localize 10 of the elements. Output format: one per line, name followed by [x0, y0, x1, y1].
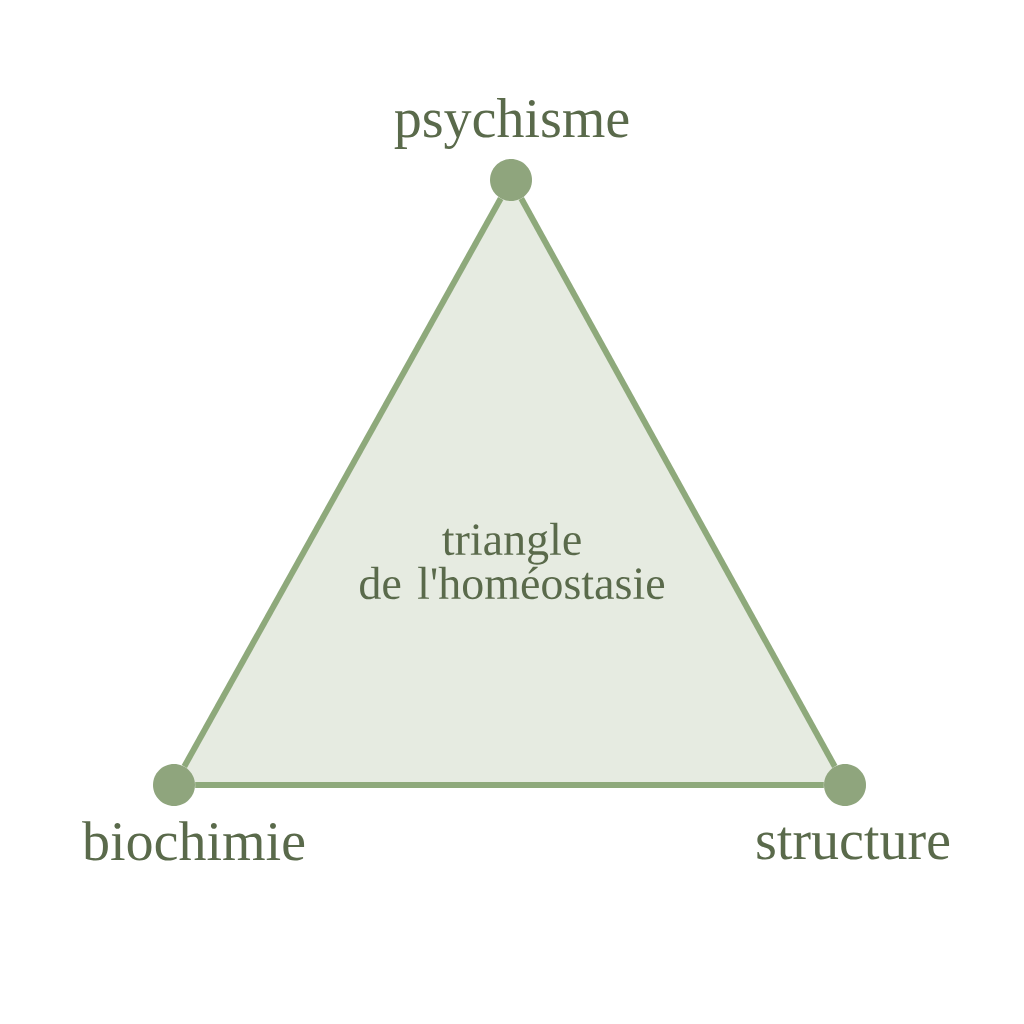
vertex-label: psychisme — [394, 98, 629, 150]
triangle-side — [195, 782, 824, 788]
vertex-label: structure — [757, 827, 950, 860]
vertex-dot — [490, 159, 532, 201]
vertex-dot — [153, 764, 195, 806]
triangle-area: triangle de l'homéostasie — [174, 180, 845, 785]
vertex-dot — [824, 764, 866, 806]
triangle-side — [518, 197, 838, 768]
triangle-side — [181, 197, 504, 768]
vertex-label: biochimie — [82, 821, 305, 861]
